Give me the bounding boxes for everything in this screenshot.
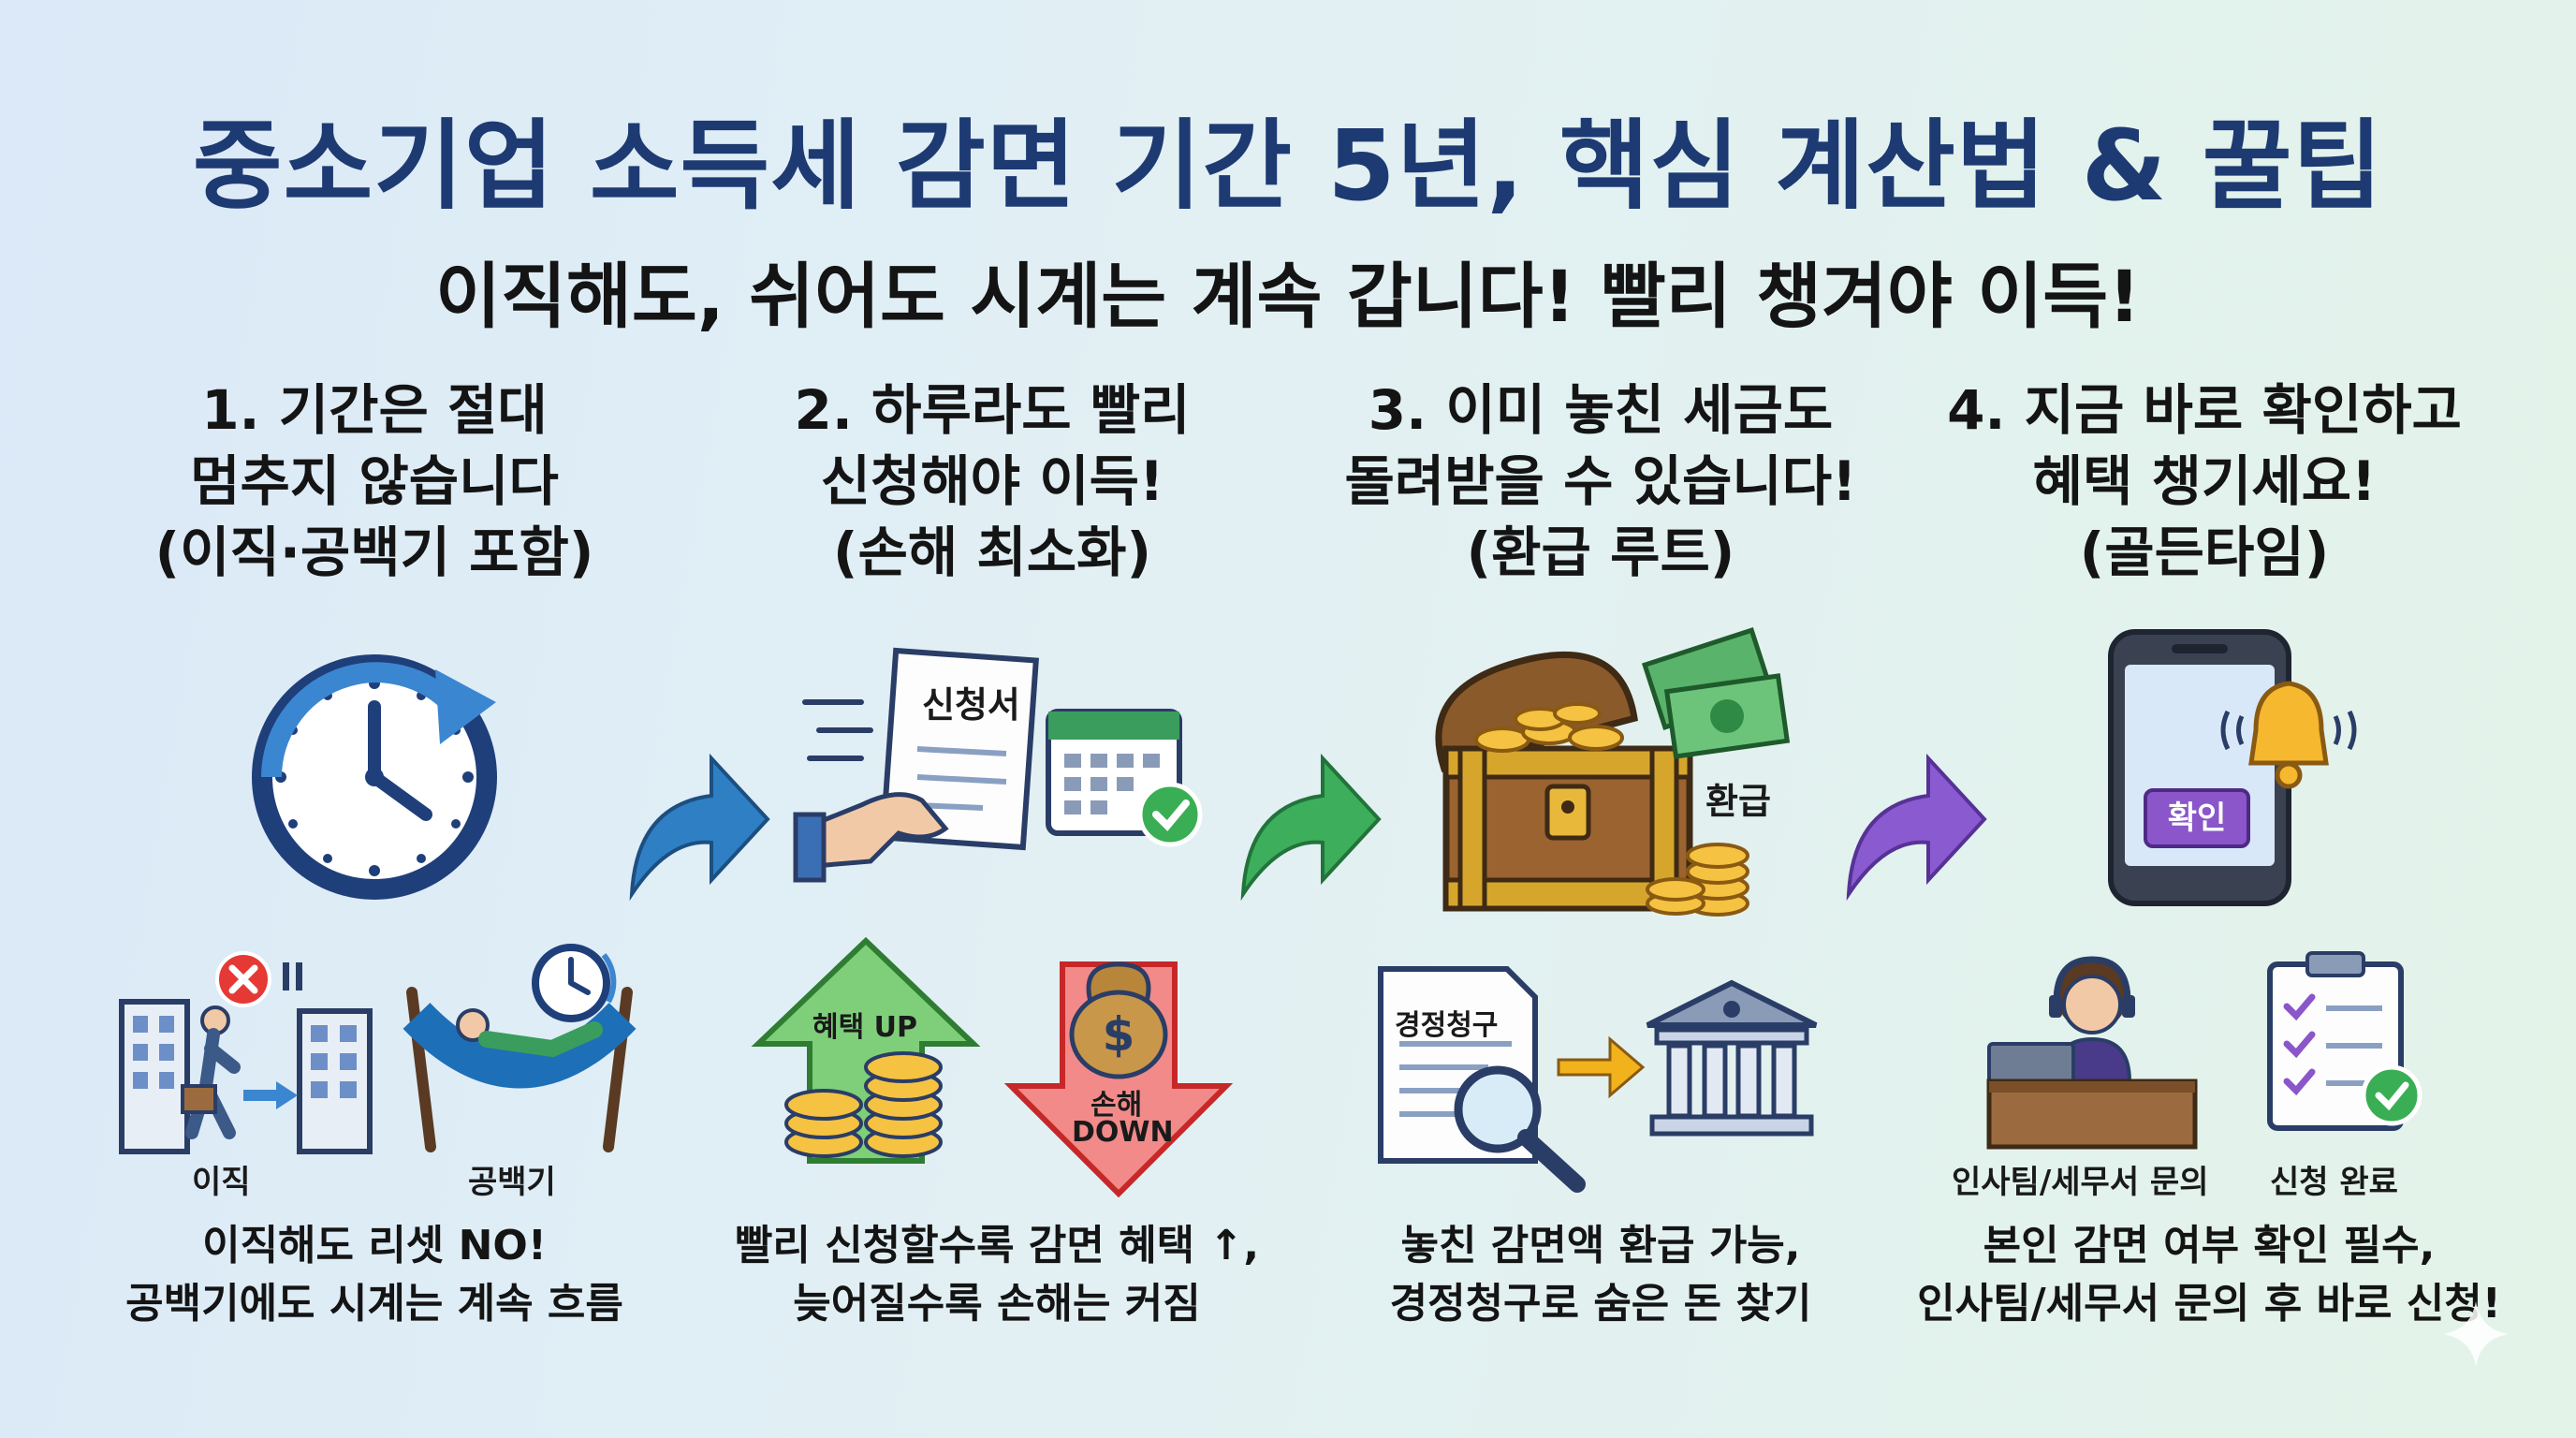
commuter-icon	[119, 951, 373, 1154]
checklist-icon	[2267, 951, 2422, 1131]
sparkle-icon	[2443, 1301, 2509, 1367]
form-label: 신청서	[922, 684, 1020, 726]
hand-form-icon	[793, 647, 1039, 883]
benefit-up-label: 혜택 UP	[812, 1011, 917, 1044]
application-done-label: 신청 완료	[2270, 1164, 2398, 1201]
step-2-description: 빨리 신청할수록 감면 혜택 ↑,늦어질수록 손해는 커짐	[734, 1222, 1260, 1328]
arrow-right-icon	[1846, 753, 1987, 902]
page-title: 중소기업 소득세 감면 기간 5년, 핵심 계산법 & 꿀팁	[192, 109, 2384, 223]
step-4-description: 본인 감면 여부 확인 필수,인사팀/세무서 문의 후 바로 신청!	[1917, 1222, 2501, 1328]
page-subtitle: 이직해도, 쉬어도 시계는 계속 갑니다! 빨리 챙겨야 이득!	[435, 255, 2141, 338]
gap-period-label: 공백기	[468, 1164, 556, 1201]
document-magnifier-icon	[1378, 966, 1586, 1193]
loss-down-arrow-icon: $	[1003, 961, 1234, 1198]
bank-icon	[1646, 979, 1818, 1137]
down-label: DOWN	[1072, 1116, 1174, 1149]
step-1-description: 이직해도 리셋 NO!공백기에도 시계는 계속 흐름	[125, 1222, 623, 1328]
claim-label: 경정청구	[1395, 1009, 1499, 1042]
cash-icon	[1641, 627, 1791, 759]
bell-icon	[2220, 681, 2357, 789]
hammock-icon	[402, 944, 637, 1152]
clock-cycle-icon	[252, 654, 497, 900]
arrow-right-icon	[629, 753, 770, 902]
confirm-button: 확인	[2144, 788, 2250, 848]
consultant-icon	[1986, 956, 2198, 1150]
job-change-label: 이직	[192, 1164, 251, 1201]
benefit-up-arrow-icon	[751, 936, 981, 1164]
inquiry-label: 인사팀/세무서 문의	[1952, 1164, 2209, 1201]
svg-text:$: $	[1103, 1007, 1135, 1062]
step-3-description: 놓친 감면액 환급 가능,경정청구로 숨은 돈 찾기	[1389, 1222, 1812, 1328]
arrow-right-icon	[1240, 753, 1382, 902]
calendar-check-icon	[1046, 709, 1203, 847]
arrow-right-icon	[1557, 1035, 1646, 1099]
coins-icon	[1646, 843, 1749, 917]
loss-label: 손해	[1090, 1089, 1143, 1122]
refund-label: 환급	[1705, 781, 1771, 822]
